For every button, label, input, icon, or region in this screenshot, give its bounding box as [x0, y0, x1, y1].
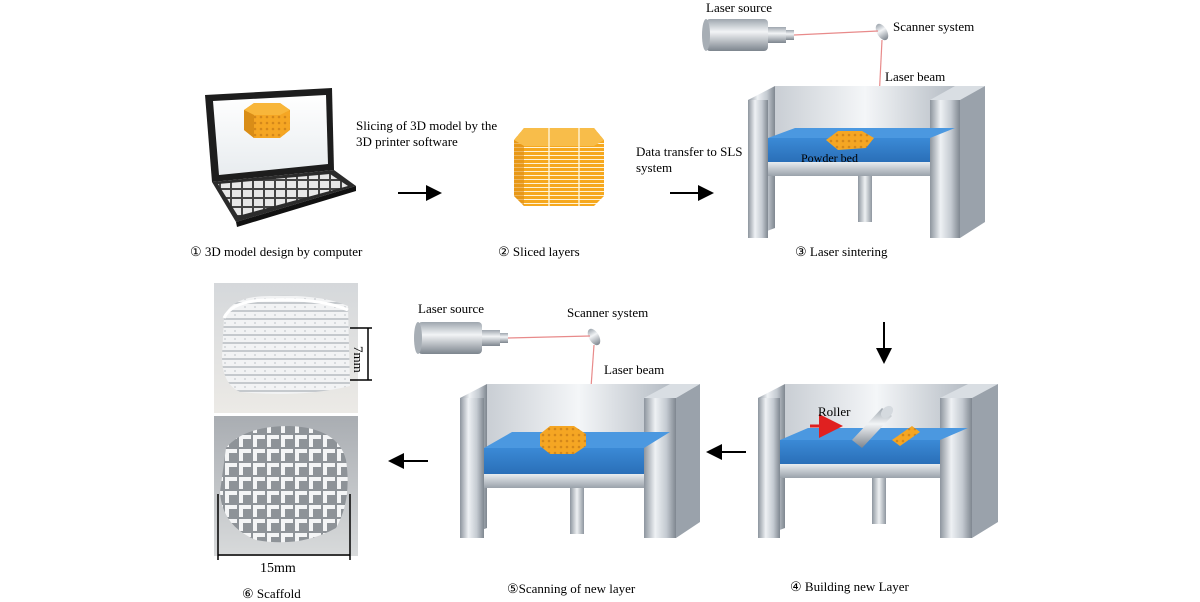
- laser-source-device: [702, 19, 794, 51]
- scaffold-photo-top: [214, 416, 358, 556]
- sls-chamber-1: [748, 86, 985, 238]
- data-transfer-note: Data transfer to SLS system: [636, 144, 743, 175]
- roller-cylinder: [852, 405, 894, 448]
- honeycomb-model-icon: [244, 103, 290, 138]
- scanner-mirror: [875, 23, 889, 41]
- scanner-mirror-2: [587, 328, 601, 346]
- sls-chamber-2: [758, 384, 998, 538]
- scaffold-photo-side: [214, 283, 358, 413]
- sliced-layers-illustration: [514, 128, 604, 206]
- step5-caption: ⑤Scanning of new layer: [507, 581, 636, 596]
- laser-source-label-2: Laser source: [418, 301, 485, 316]
- laptop-illustration: [205, 88, 356, 227]
- laser-beam-label: Laser beam: [885, 69, 946, 84]
- laser-beam-label-2: Laser beam: [604, 362, 665, 377]
- scanned-layer-part: [540, 426, 586, 454]
- step1-caption: ① 3D model design by computer: [190, 244, 363, 259]
- slicing-note: Slicing of 3D model by the 3D printer so…: [356, 118, 498, 149]
- step6-caption: ⑥ Scaffold: [242, 586, 301, 601]
- roller-label: Roller: [818, 404, 851, 419]
- powder-bed-label: Powder bed: [801, 151, 858, 165]
- width-dimension-label: 15mm: [260, 561, 296, 576]
- dimension-lines: [217, 327, 372, 560]
- laser-source-device-2: [414, 322, 508, 354]
- height-dimension-label: 7mm: [351, 346, 366, 373]
- step3-caption: ③ Laser sintering: [795, 244, 888, 259]
- laser-source-label: Laser source: [706, 0, 773, 15]
- step2-caption: ② Sliced layers: [498, 244, 580, 259]
- step4-caption: ④ Building new Layer: [790, 579, 909, 594]
- scanner-system-label-2: Scanner system: [567, 305, 649, 320]
- sintered-part: [826, 131, 874, 150]
- scanner-system-label: Scanner system: [893, 19, 975, 34]
- sls-chamber-3: [460, 384, 700, 538]
